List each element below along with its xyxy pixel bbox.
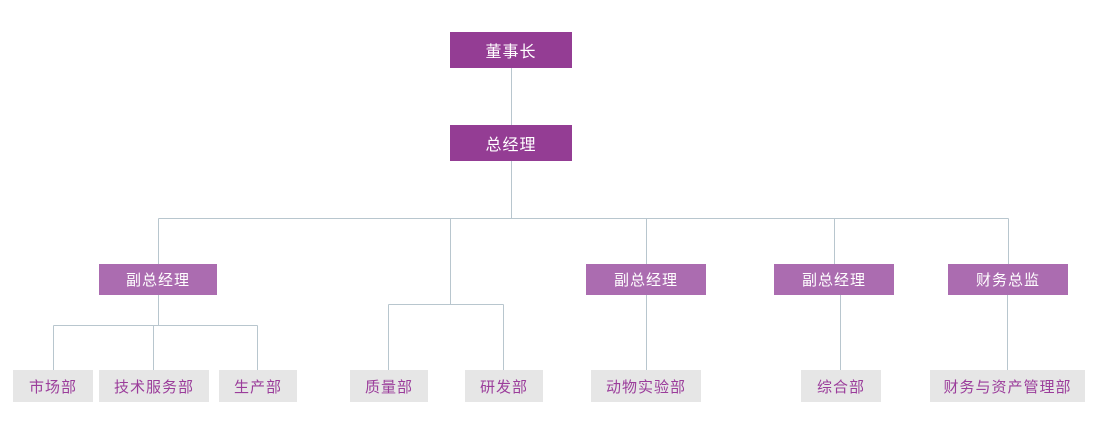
node-financial-director[interactable]: 财务总监 — [948, 264, 1068, 295]
node-chairman-label: 董事长 — [485, 44, 537, 61]
node-general-affairs-department-label: 综合部 — [816, 378, 865, 396]
node-finance-and-asset-management-department[interactable]: 财务与资产管理部 — [930, 370, 1085, 402]
node-animal-laboratory-department-label: 动物实验部 — [605, 378, 686, 396]
node-quality-department-label: 质量部 — [364, 378, 413, 396]
node-vice-general-manager-2-label: 副总经理 — [613, 272, 678, 289]
node-technical-service-department-label: 技术服务部 — [113, 378, 194, 396]
node-vice-general-manager-2[interactable]: 副总经理 — [586, 264, 706, 295]
node-production-department-label: 生产部 — [233, 378, 282, 396]
node-general-affairs-department[interactable]: 综合部 — [801, 370, 881, 402]
node-finance-and-asset-management-department-label: 财务与资产管理部 — [943, 378, 1072, 396]
node-quality-department[interactable]: 质量部 — [350, 370, 428, 402]
node-production-department[interactable]: 生产部 — [219, 370, 297, 402]
node-vice-general-manager-3-label: 副总经理 — [801, 272, 866, 289]
node-technical-service-department[interactable]: 技术服务部 — [99, 370, 209, 402]
node-marketing-department-label: 市场部 — [28, 378, 77, 396]
node-vice-general-manager-1[interactable]: 副总经理 — [99, 264, 217, 295]
node-rnd-department[interactable]: 研发部 — [465, 370, 543, 402]
node-general-manager-label: 总经理 — [485, 137, 537, 154]
node-financial-director-label: 财务总监 — [975, 272, 1040, 289]
node-general-manager[interactable]: 总经理 — [450, 125, 572, 161]
node-marketing-department[interactable]: 市场部 — [13, 370, 93, 402]
node-chairman[interactable]: 董事长 — [450, 32, 572, 68]
node-vice-general-manager-1-label: 副总经理 — [125, 272, 190, 289]
node-rnd-department-label: 研发部 — [479, 378, 528, 396]
node-animal-laboratory-department[interactable]: 动物实验部 — [591, 370, 701, 402]
node-vice-general-manager-3[interactable]: 副总经理 — [774, 264, 894, 295]
